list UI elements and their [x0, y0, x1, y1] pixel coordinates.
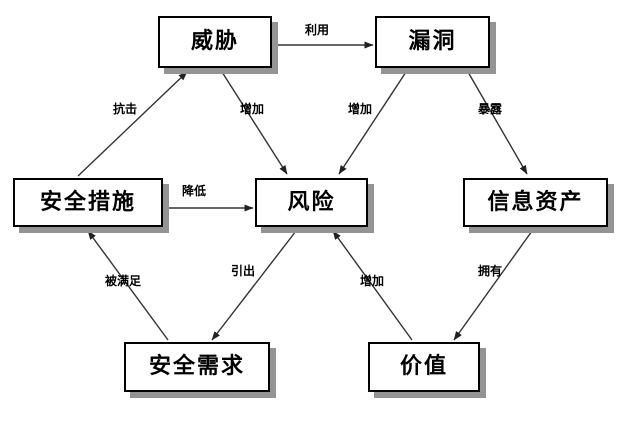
- node-label-control: 安全措施: [39, 189, 136, 215]
- edge-label-e8: 引出: [231, 264, 256, 278]
- node-risk[interactable]: 风险: [255, 178, 368, 227]
- edge-risk-to-secreq: [211, 230, 297, 341]
- node-control[interactable]: 安全措施: [13, 178, 163, 227]
- node-label-asset: 信息资产: [487, 189, 584, 215]
- edge-vuln-to-risk: [338, 71, 407, 175]
- edge-label-e2: 抗击: [113, 102, 138, 116]
- edge-label-e4: 增加: [348, 102, 373, 116]
- node-vuln[interactable]: 漏洞: [375, 16, 490, 68]
- edge-secreq-to-control: [87, 230, 169, 341]
- edge-asset-to-value: [453, 230, 533, 341]
- edge-control-to-threat: [77, 71, 188, 177]
- node-label-secreq: 安全需求: [148, 354, 245, 379]
- edge-label-e5: 暴露: [478, 102, 503, 116]
- node-label-vuln: 漏洞: [408, 29, 457, 54]
- node-threat[interactable]: 威胁: [158, 16, 272, 68]
- edge-vuln-to-asset: [467, 71, 528, 175]
- node-label-threat: 威胁: [190, 29, 239, 54]
- edge-label-e9: 增加: [360, 274, 385, 288]
- edge-label-e6: 降低: [182, 184, 207, 198]
- edge-label-e1: 利用: [305, 23, 330, 37]
- edge-threat-to-risk: [221, 71, 288, 175]
- node-label-risk: 风险: [287, 189, 336, 215]
- node-label-value: 价值: [399, 354, 448, 379]
- edge-label-e10: 拥有: [478, 264, 503, 278]
- node-secreq[interactable]: 安全需求: [124, 342, 270, 392]
- node-asset[interactable]: 信息资产: [463, 178, 608, 227]
- node-value[interactable]: 价值: [368, 342, 480, 392]
- edge-value-to-risk: [332, 230, 413, 341]
- edge-label-e3: 增加: [240, 102, 265, 116]
- edge-label-e7: 被满足: [105, 274, 142, 288]
